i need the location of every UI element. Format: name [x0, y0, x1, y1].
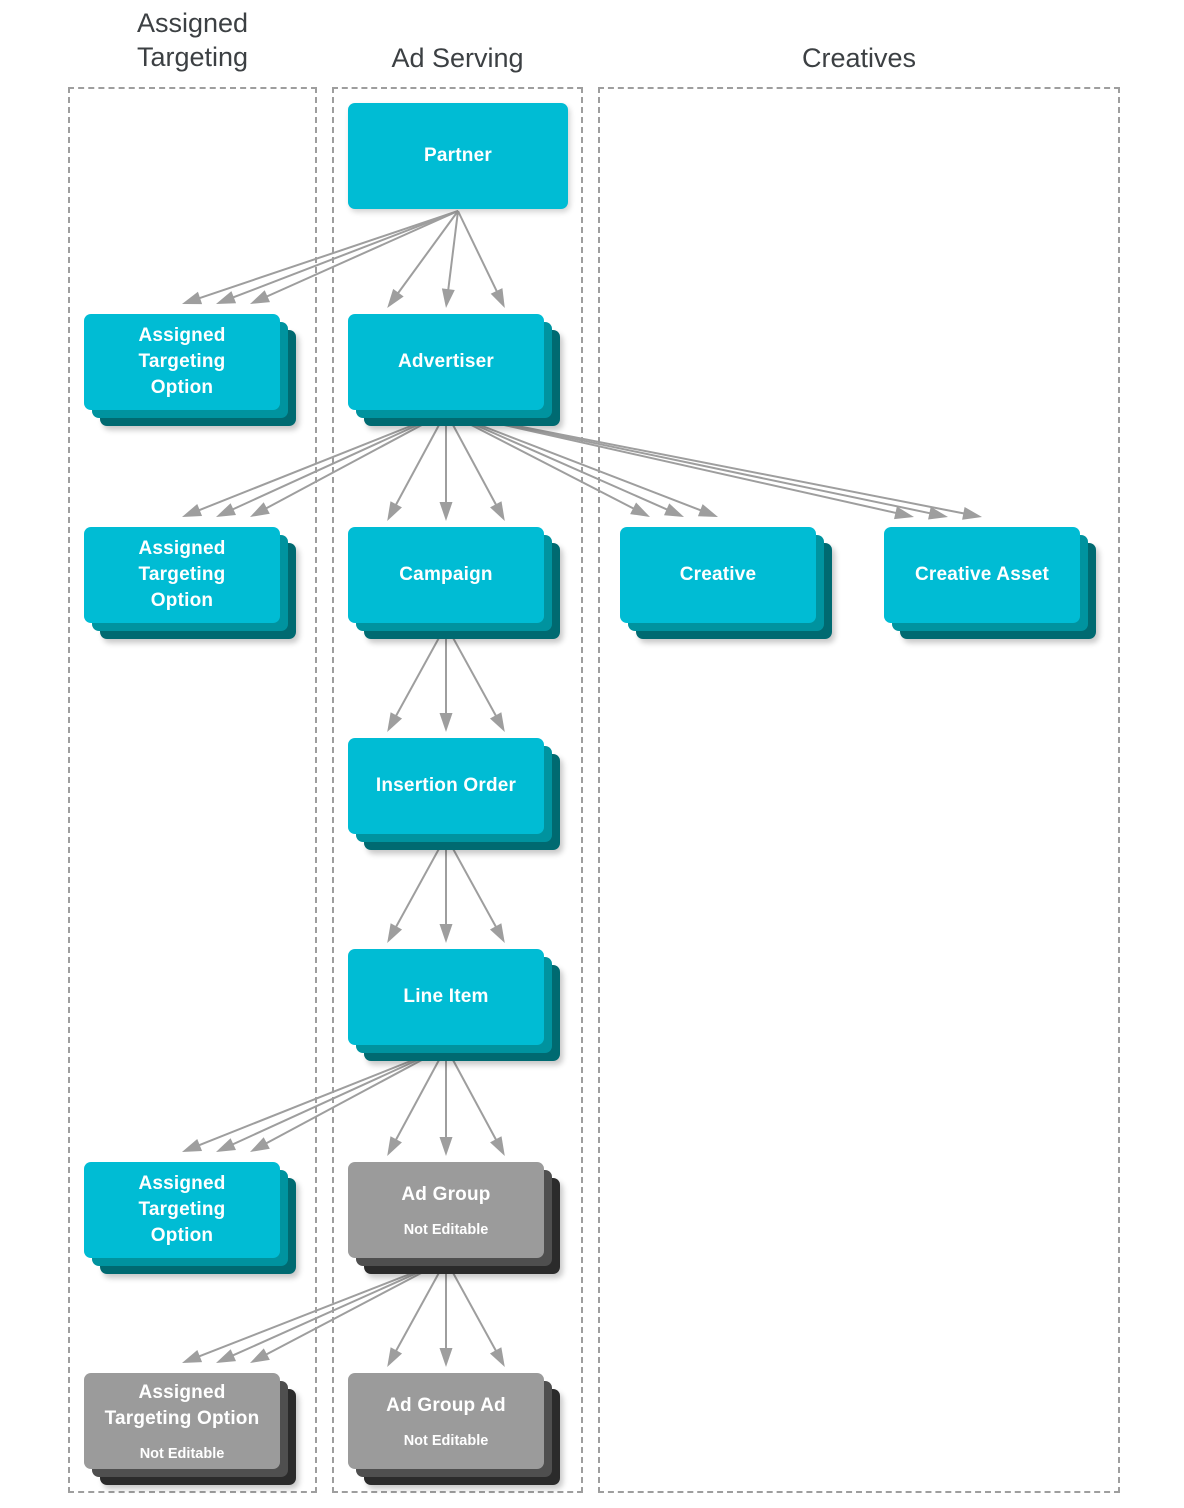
node-face-ad-group-ad[interactable]: Ad Group Ad Not Editable [348, 1373, 544, 1469]
column-header-creatives: Creatives [801, 43, 917, 73]
node-subtitle-not-editable: Not Editable [403, 1221, 489, 1238]
node-face-campaign[interactable]: Campaign [348, 527, 544, 623]
node-face-advertiser[interactable]: Advertiser [348, 314, 544, 410]
node-partner[interactable]: Partner [348, 103, 568, 209]
node-assigned-targeting-option-line-item[interactable]: Assigned Targeting Option [84, 1162, 296, 1274]
node-title: Campaign [399, 564, 493, 585]
swimlane-creatives [598, 87, 1120, 1493]
node-face-assigned-targeting-option-line-item[interactable]: Assigned Targeting Option [84, 1162, 280, 1258]
node-face-partner[interactable]: Partner [348, 103, 568, 209]
node-face-creative[interactable]: Creative [620, 527, 816, 623]
node-campaign[interactable]: Campaign [348, 527, 560, 639]
column-header-assigned-targeting: Assigned Targeting [136, 8, 249, 72]
node-title: Assigned Targeting Option [104, 1381, 260, 1429]
node-assigned-targeting-option-advertiser[interactable]: Assigned Targeting Option [84, 527, 296, 639]
node-insertion-order[interactable]: Insertion Order [348, 738, 560, 850]
node-title: Creative [679, 564, 757, 585]
node-face-insertion-order[interactable]: Insertion Order [348, 738, 544, 834]
swimlane-assigned-targeting [68, 87, 317, 1493]
node-title: Assigned Targeting Option [138, 538, 226, 611]
node-creative-asset[interactable]: Creative Asset [884, 527, 1096, 639]
node-title: Assigned Targeting Option [138, 1173, 226, 1246]
node-advertiser[interactable]: Advertiser [348, 314, 560, 426]
node-title: Insertion Order [375, 775, 517, 796]
node-ad-group-ad[interactable]: Ad Group Ad Not Editable [348, 1373, 560, 1485]
node-subtitle-not-editable: Not Editable [139, 1445, 225, 1462]
node-title: Ad Group [401, 1183, 491, 1205]
node-subtitle-not-editable: Not Editable [403, 1432, 489, 1449]
node-title: Line Item [403, 986, 489, 1007]
swimlane-ad-serving [332, 87, 583, 1493]
node-assigned-targeting-option-partner[interactable]: Assigned Targeting Option [84, 314, 296, 426]
node-title: Assigned Targeting Option [138, 325, 226, 398]
column-header-ad-serving: Ad Serving [391, 43, 524, 73]
node-line-item[interactable]: Line Item [348, 949, 560, 1061]
node-title: Partner [424, 145, 492, 166]
node-face-creative-asset[interactable]: Creative Asset [884, 527, 1080, 623]
node-title: Ad Group Ad [386, 1394, 506, 1416]
node-title: Advertiser [398, 351, 494, 372]
node-title: Creative Asset [914, 564, 1050, 585]
node-creative[interactable]: Creative [620, 527, 832, 639]
node-face-assigned-targeting-option-partner[interactable]: Assigned Targeting Option [84, 314, 280, 410]
node-face-assigned-targeting-option-advertiser[interactable]: Assigned Targeting Option [84, 527, 280, 623]
node-face-line-item[interactable]: Line Item [348, 949, 544, 1045]
